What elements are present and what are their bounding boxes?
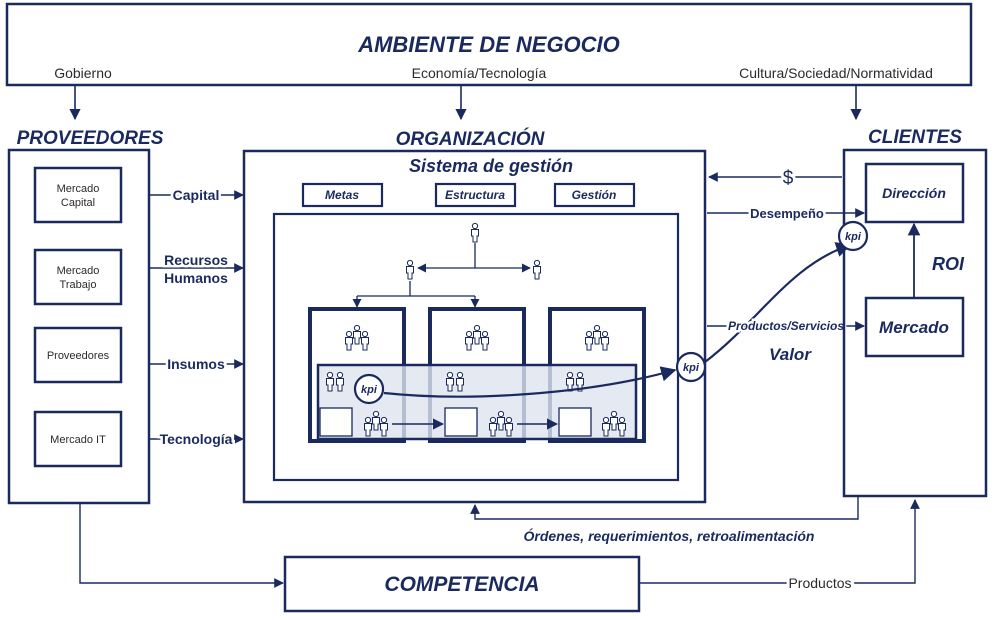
svg-text:Trabajo: Trabajo	[60, 279, 97, 291]
factor-economy-technology: Economía/Tecnología	[412, 65, 547, 81]
value-label: Valor	[769, 345, 812, 364]
input-technology: Tecnología	[160, 431, 233, 447]
direction-box	[864, 162, 965, 224]
money-flow-label: $	[783, 168, 794, 189]
process-area	[272, 212, 680, 482]
performance-label: Desempeño	[750, 206, 824, 221]
svg-text:Estructura: Estructura	[445, 188, 505, 202]
input-flows: Capital Recursos Humanos Insumos Tecnolo…	[150, 185, 244, 450]
competition-box	[283, 555, 641, 613]
kpi-output	[675, 351, 707, 383]
business-environment: AMBIENTE DE NEGOCIO Gobierno Economía/Te…	[5, 2, 973, 121]
environment-title: AMBIENTE DE NEGOCIO	[357, 32, 620, 57]
svg-text:Proveedores: Proveedores	[47, 350, 110, 362]
products-label: Productos	[788, 575, 851, 591]
svg-text:Dirección: Dirección	[882, 185, 946, 201]
svg-text:Mercado IT: Mercado IT	[50, 434, 106, 446]
input-supplies: Insumos	[167, 356, 225, 372]
system-goals	[301, 182, 384, 208]
supplier-it-market	[33, 410, 123, 468]
factor-government: Gobierno	[54, 65, 112, 81]
output-flows: $ Desempeño Productos/Servicios Valor	[707, 165, 865, 364]
system-management	[553, 182, 636, 208]
svg-text:Metas: Metas	[325, 188, 359, 202]
org-chart	[352, 222, 541, 308]
svg-text:Humanos: Humanos	[164, 270, 228, 286]
kpi-internal	[353, 373, 385, 405]
organization-section: ORGANIZACIÓN Sistema de gestión Metas Es…	[242, 128, 852, 504]
supplier-providers	[33, 326, 123, 384]
kpi-client	[837, 220, 869, 252]
feedback-label: Órdenes, requerimientos, retroalimentaci…	[524, 527, 815, 544]
svg-text:Mercado: Mercado	[879, 318, 949, 337]
roi-label: ROI	[932, 254, 965, 274]
suppliers-title: PROVEEDORES	[17, 128, 164, 149]
clients-title: CLIENTES	[868, 127, 962, 148]
system-title: Sistema de gestión	[409, 156, 573, 176]
system-structure	[434, 182, 517, 208]
products-services-label: Productos/Servicios	[728, 319, 844, 333]
suppliers-section: PROVEEDORES Mercado Capital Mercado Trab…	[7, 128, 164, 505]
svg-text:Mercado: Mercado	[57, 183, 100, 195]
input-capital: Capital	[173, 187, 220, 203]
factor-culture-society: Cultura/Sociedad/Normatividad	[739, 65, 933, 81]
svg-text:Gestión: Gestión	[572, 188, 617, 202]
supplier-labor-market	[33, 248, 123, 306]
organization-title: ORGANIZACIÓN	[396, 128, 546, 150]
svg-text:Mercado: Mercado	[57, 265, 100, 277]
competition-section: COMPETENCIA Productos	[79, 499, 920, 613]
svg-text:Capital: Capital	[61, 197, 95, 209]
input-human-resources: Recursos	[164, 252, 228, 268]
feedback-flow: Órdenes, requerimientos, retroalimentaci…	[470, 496, 859, 544]
clients-section: CLIENTES Dirección Mercado ROI	[837, 127, 988, 498]
supplier-capital-market	[33, 166, 123, 224]
svg-text:COMPETENCIA: COMPETENCIA	[384, 573, 539, 596]
